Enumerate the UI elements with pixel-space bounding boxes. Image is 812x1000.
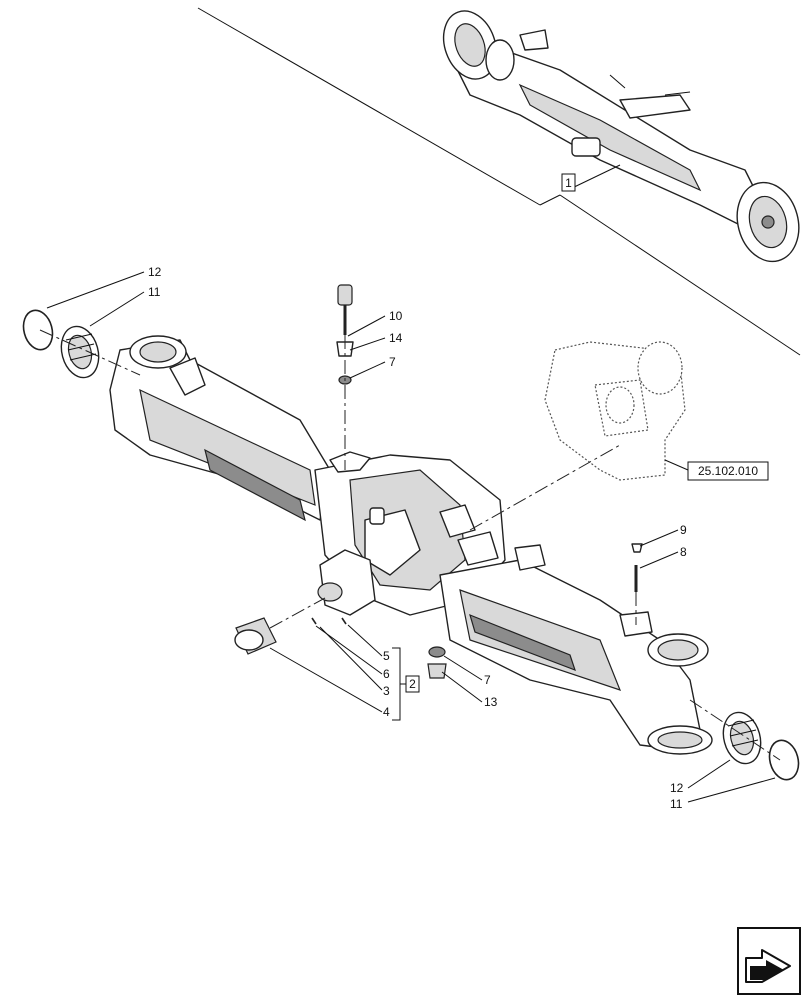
callout-labels: 12 11 10 14 7 9 8 7 13 5 6 3 4 2 12 11 <box>148 265 687 811</box>
breather-assembly <box>336 284 354 470</box>
callout-4: 4 <box>383 705 390 719</box>
callout-14: 14 <box>389 331 403 345</box>
overview-axle-assembly <box>442 10 800 263</box>
callout-1: 1 <box>561 164 621 192</box>
callout-13: 13 <box>484 695 498 709</box>
right-o-ring <box>768 739 800 781</box>
axle-housing <box>109 335 713 755</box>
callout-12-bottom: 12 <box>670 781 684 795</box>
callout-1-label: 1 <box>565 176 572 190</box>
callout-9: 9 <box>680 523 687 537</box>
left-center-axis <box>39 329 141 376</box>
reference-code: 25.102.010 <box>698 464 758 478</box>
leader-lines <box>46 271 776 803</box>
callout-11-bottom: 11 <box>670 797 683 811</box>
right-hub-seal <box>722 711 762 765</box>
right-center-axis <box>689 699 781 761</box>
callout-10: 10 <box>389 309 403 323</box>
reference-callout: 25.102.010 <box>664 459 769 481</box>
callout-8: 8 <box>680 545 687 559</box>
referenced-differential-housing <box>544 341 686 481</box>
callout-7-bottom: 7 <box>484 673 491 687</box>
callout-5: 5 <box>383 649 390 663</box>
drain-plug-assembly <box>427 646 447 679</box>
next-page-arrow-icon[interactable] <box>737 927 801 995</box>
overview-frame-lines <box>197 7 801 356</box>
callout-12-top: 12 <box>148 265 162 279</box>
callout-6: 6 <box>383 667 390 681</box>
callout-11-top: 11 <box>148 285 161 299</box>
callout-3: 3 <box>383 684 390 698</box>
diff-center-axis <box>469 444 621 531</box>
callout-2: 2 <box>409 677 416 691</box>
pivot-pins <box>311 617 347 625</box>
left-hub-seal <box>60 325 100 379</box>
left-o-ring <box>22 309 54 351</box>
stud-and-nut <box>631 543 643 625</box>
pivot-bushing <box>234 597 326 655</box>
callout-7-top: 7 <box>389 355 396 369</box>
